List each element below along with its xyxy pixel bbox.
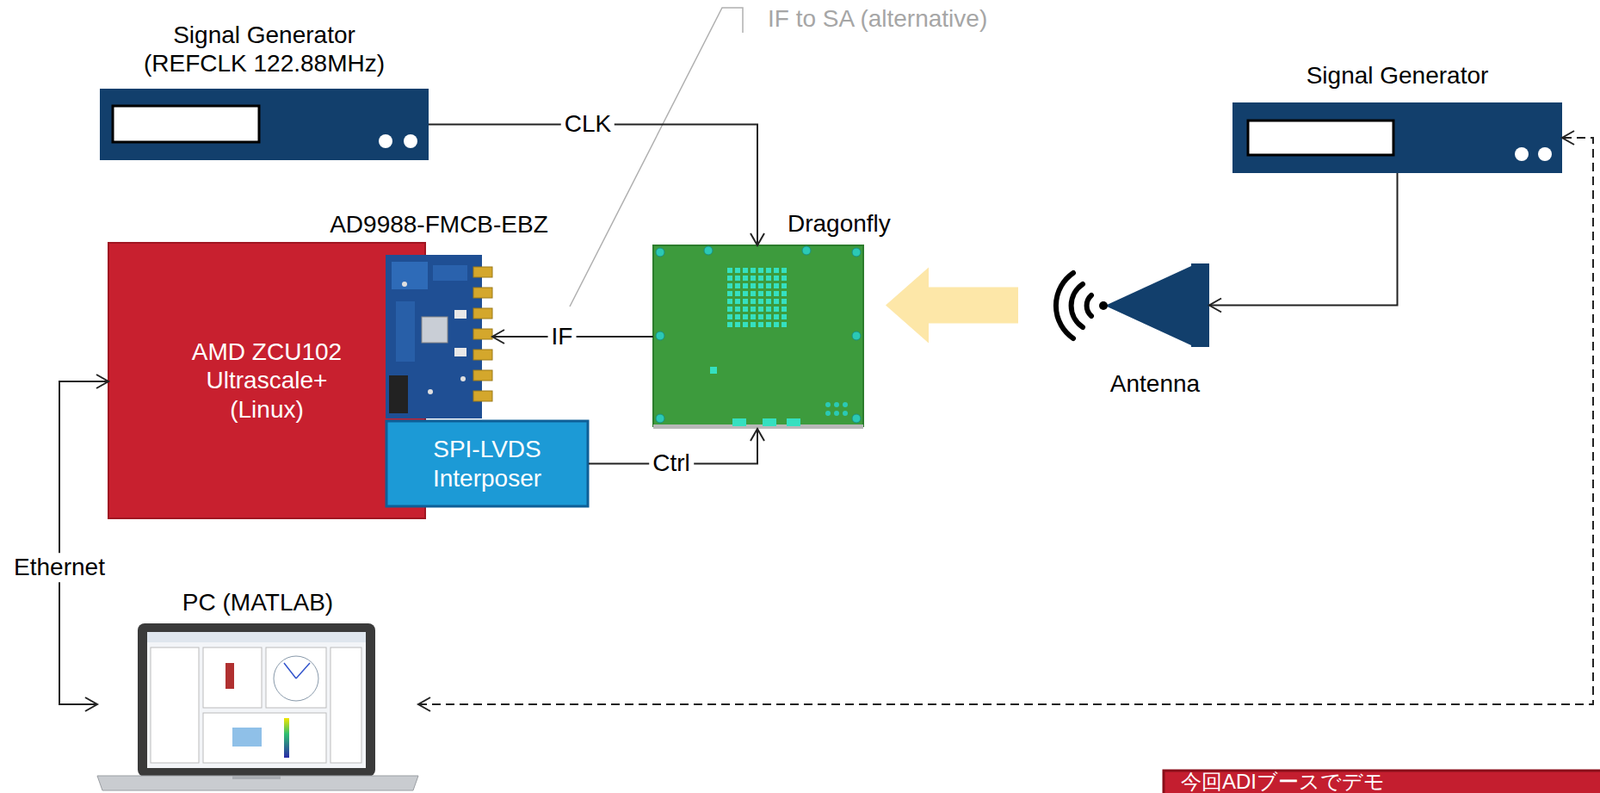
node-label: AMD ZCU102 Ultrascale+ (Linux)	[185, 337, 349, 425]
signal-label: IF	[548, 321, 577, 352]
arrowhead	[492, 329, 505, 344]
signal-arrow	[885, 267, 1019, 344]
connector	[1209, 172, 1398, 313]
wire	[418, 137, 1594, 705]
signal-generator: Signal Generator (REFCLK 122.88MHz)	[99, 88, 429, 161]
laptop	[97, 623, 419, 791]
signal-label: CLK	[561, 109, 615, 139]
dragonfly-board	[653, 245, 864, 429]
fpga-board	[108, 242, 426, 519]
interposer-board	[386, 420, 588, 507]
arrowhead	[750, 428, 765, 441]
node-label: PC (MATLAB)	[182, 587, 334, 618]
connector	[418, 130, 1594, 711]
connector	[885, 267, 1019, 344]
arrowhead	[750, 233, 765, 246]
note-label: IF to SA (alternative)	[767, 6, 988, 33]
node-label: AD9988-FMCB-EBZ	[329, 210, 549, 240]
wire	[1209, 172, 1398, 306]
adc-board	[385, 254, 493, 419]
signal-generator: Signal Generator	[1232, 102, 1563, 173]
dragonfly-board: Dragonfly	[653, 245, 864, 429]
node-label: Dragonfly	[787, 209, 891, 239]
signal-label: Ctrl	[648, 448, 694, 478]
laptop: PC (MATLAB)	[97, 622, 419, 791]
signal-generator	[99, 88, 429, 161]
arrowhead	[96, 374, 109, 389]
adc-board: AD9988-FMCB-EBZ	[385, 254, 493, 419]
node-label: SPI-LVDS Interposer	[401, 434, 574, 493]
signal-label: Ethernet	[10, 552, 109, 582]
arrowhead	[85, 697, 98, 711]
arrowhead	[418, 697, 431, 711]
banner	[1163, 770, 1600, 793]
interposer-board: SPI-LVDS Interposer	[385, 420, 589, 507]
fpga-board: AMD ZCU102 Ultrascale+ (Linux)	[108, 242, 426, 519]
connector	[59, 374, 109, 711]
node-label: Signal Generator	[1264, 61, 1532, 91]
signal-generator	[1232, 102, 1563, 173]
node-label: Antenna	[1110, 369, 1200, 399]
wire	[59, 381, 109, 705]
horn-antenna	[1056, 263, 1210, 347]
banner-text: 今回ADIブースでデモ	[1180, 770, 1385, 793]
arrowhead	[1562, 130, 1575, 145]
node-label: Signal Generator (REFCLK 122.88MHz)	[130, 20, 398, 79]
arrowhead	[1209, 298, 1222, 313]
horn-antenna: Antenna	[1028, 263, 1210, 347]
